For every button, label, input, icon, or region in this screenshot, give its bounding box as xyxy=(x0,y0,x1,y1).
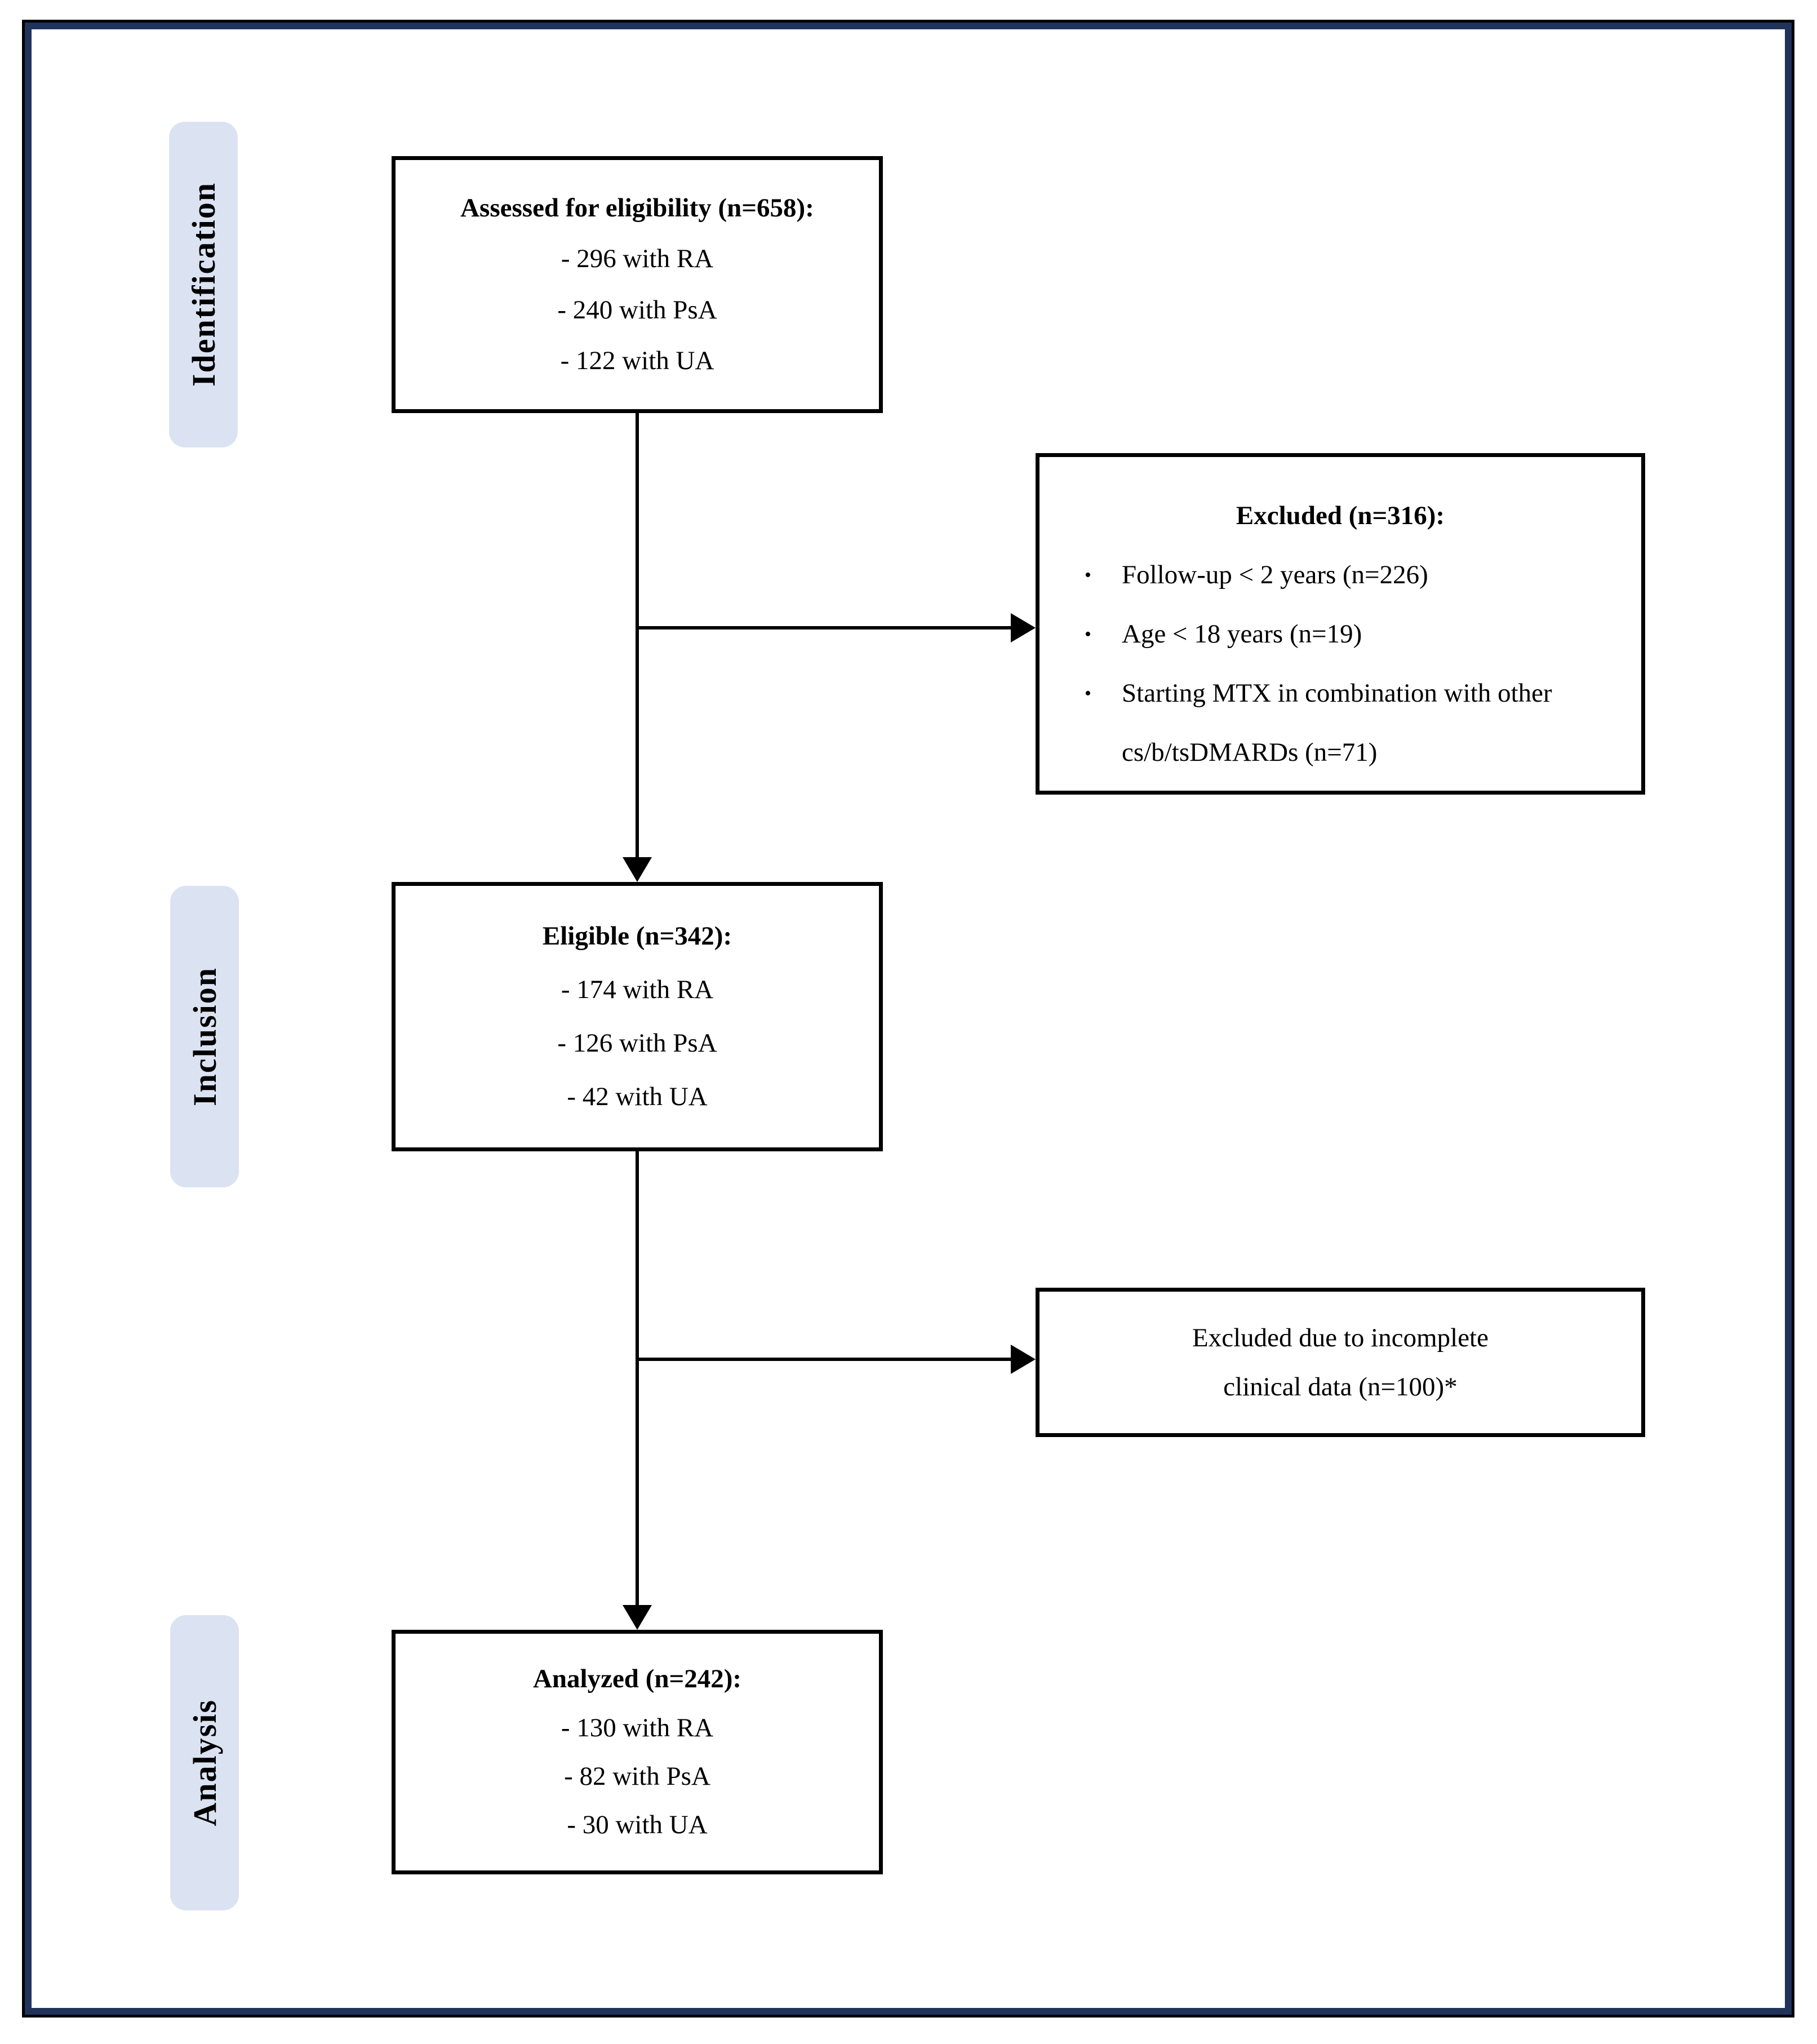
analyzed-box: Analyzed (n=242): - 130 with RA - 82 wit… xyxy=(392,1630,883,1874)
outer-frame xyxy=(25,23,1792,2015)
bullet-icon: • xyxy=(1085,683,1091,704)
eligible-box: Eligible (n=342): - 174 with RA - 126 wi… xyxy=(392,882,883,1151)
assessed-box: Assessed for eligibility (n=658): - 296 … xyxy=(392,156,883,413)
arrowhead-right-excluded xyxy=(1011,613,1036,642)
stage-label-identification: Identification xyxy=(169,122,238,447)
arrowhead-down-analyzed xyxy=(623,1605,652,1630)
eligible-item-ra: - 174 with RA xyxy=(561,975,714,1005)
connector-eligible-to-analyzed xyxy=(636,1151,639,1605)
arrowhead-right-excluded-incomplete xyxy=(1011,1345,1036,1374)
excluded-box: Excluded (n=316): • Follow-up < 2 years … xyxy=(1036,453,1645,795)
analyzed-item-ra: - 130 with RA xyxy=(561,1713,714,1743)
excluded-incomplete-data-box: Excluded due to incomplete clinical data… xyxy=(1036,1288,1645,1437)
eligible-title: Eligible (n=342): xyxy=(542,921,732,951)
analyzed-item-ua: - 30 with UA xyxy=(567,1810,708,1839)
stage-label-analysis-text: Analysis xyxy=(186,1699,223,1826)
excluded-title: Excluded (n=316): xyxy=(1236,501,1445,530)
assessed-item-ra: - 296 with RA xyxy=(561,244,714,274)
excluded-bullet-mtx-text: Starting MTX in combination with other c… xyxy=(1122,679,1552,767)
eligible-item-psa: - 126 with PsA xyxy=(557,1028,717,1058)
stage-label-analysis: Analysis xyxy=(170,1615,239,1910)
eligible-item-ua: - 42 with UA xyxy=(567,1082,708,1111)
stage-label-inclusion-text: Inclusion xyxy=(186,967,223,1106)
connector-assessed-to-eligible xyxy=(636,413,639,859)
assessed-item-psa: - 240 with PsA xyxy=(557,295,717,325)
excluded-bullet-followup-text: Follow-up < 2 years (n=226) xyxy=(1122,560,1428,589)
bullet-icon: • xyxy=(1085,565,1091,586)
stage-label-inclusion: Inclusion xyxy=(170,886,239,1187)
bullet-icon: • xyxy=(1085,624,1091,645)
excluded-bullet-age-text: Age < 18 years (n=19) xyxy=(1122,619,1362,649)
assessed-item-ua: - 122 with UA xyxy=(560,346,714,376)
arrowhead-down-eligible xyxy=(623,857,652,882)
connector-to-excluded xyxy=(637,626,1011,629)
analyzed-item-psa: - 82 with PsA xyxy=(564,1761,710,1791)
excluded-bullet-age: • Age < 18 years (n=19) xyxy=(1085,605,1613,664)
excluded-incomplete-line-1: Excluded due to incomplete xyxy=(1192,1323,1489,1353)
connector-to-excluded-incomplete xyxy=(637,1358,1011,1361)
excluded-bullet-mtx: • Starting MTX in combination with other… xyxy=(1085,664,1613,782)
excluded-incomplete-line-2: clinical data (n=100)* xyxy=(1223,1372,1458,1402)
analyzed-title: Analyzed (n=242): xyxy=(532,1664,742,1694)
excluded-bullet-followup: • Follow-up < 2 years (n=226) xyxy=(1085,546,1613,605)
stage-label-identification-text: Identification xyxy=(185,182,222,387)
assessed-title: Assessed for eligibility (n=658): xyxy=(460,193,814,223)
